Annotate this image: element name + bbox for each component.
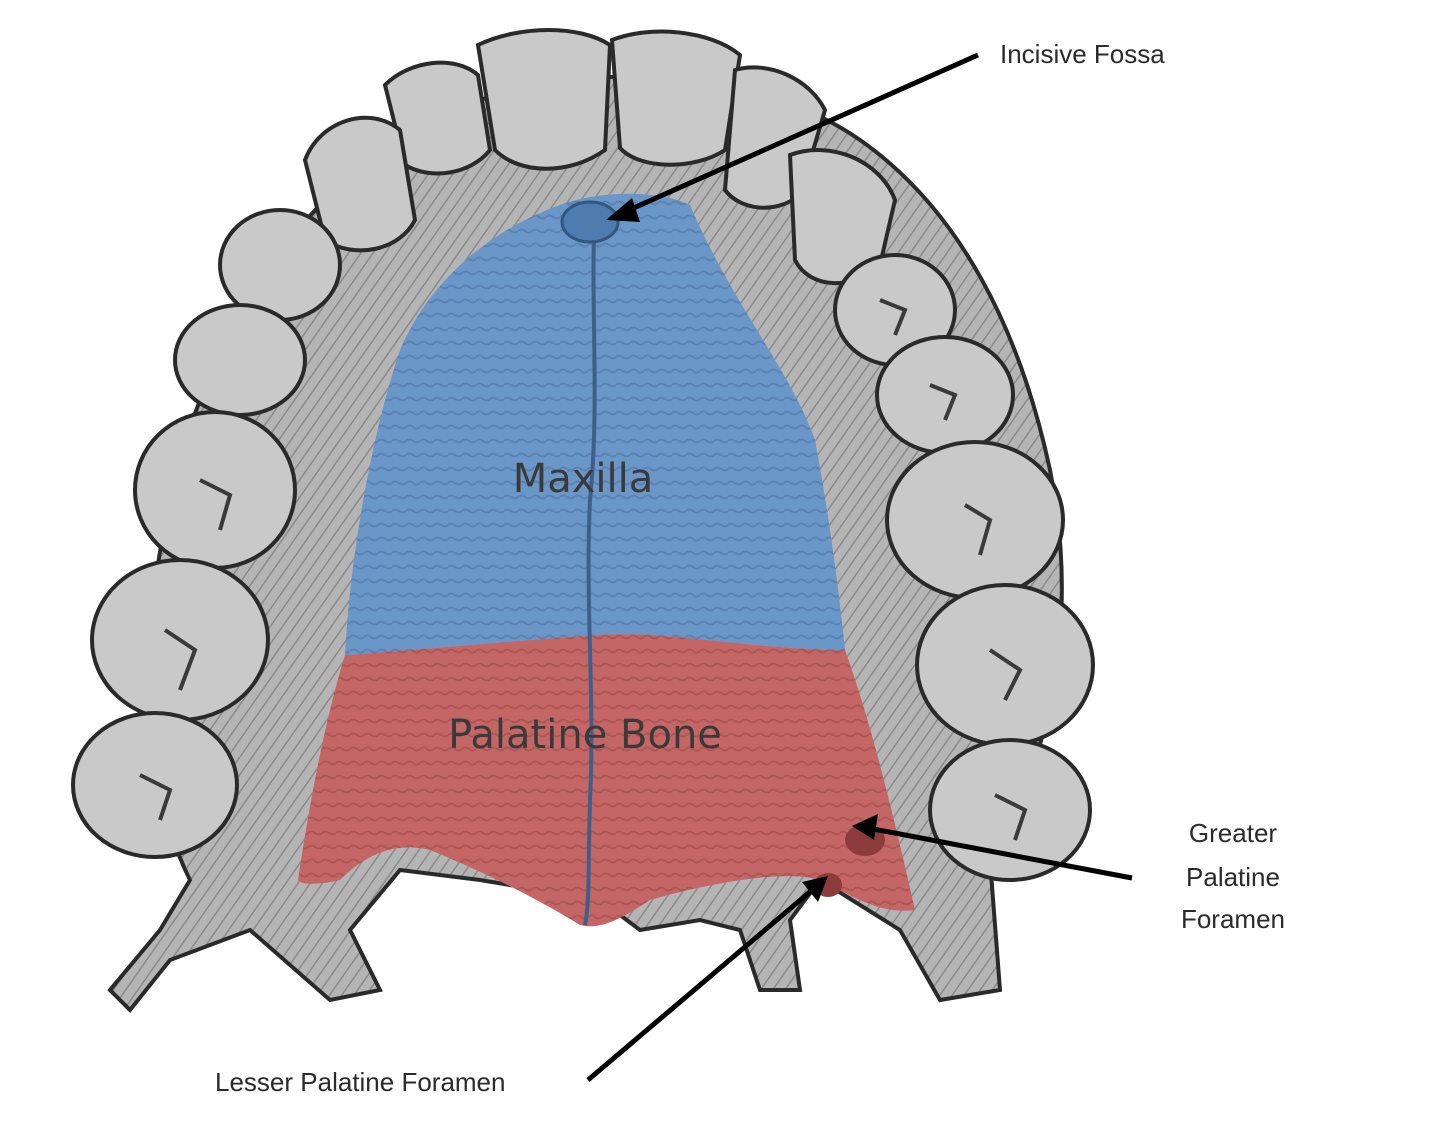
tooth-incisor-1 (475, 28, 613, 171)
tooth-fissure (929, 383, 958, 421)
tooth-molar-right-2 (915, 583, 1095, 747)
palatine-bone-region (298, 634, 915, 927)
tooth-fissure (163, 628, 198, 691)
incisive-fossa-mark (560, 200, 620, 244)
tooth-incisor-3 (382, 60, 493, 176)
lesser-palatine-foramen-label: Lesser Palatine Foramen (215, 1067, 505, 1097)
greater-palatine-label-line3: Foramen (1181, 904, 1285, 934)
median-palatine-suture (583, 209, 597, 926)
greater-palatine-label-line1: Greater (1189, 818, 1277, 848)
tooth-fissure (963, 503, 993, 556)
tooth-canine-right (787, 148, 898, 286)
dental-arch (71, 28, 1095, 882)
tooth-fissure (879, 298, 908, 336)
maxilla-label: Maxilla (513, 456, 654, 502)
tooth-molar-left-1 (133, 410, 297, 570)
lesser-palatine-arrowhead (802, 876, 828, 902)
incisive-fossa-arrow (618, 52, 980, 217)
palatine-bone-label: Palatine Bone (448, 712, 722, 758)
tooth-premolar-right-2 (875, 335, 1015, 455)
tooth-canine-left (302, 115, 418, 253)
tooth-fissure (139, 773, 173, 821)
incisive-fossa-label: Incisive Fossa (1000, 39, 1165, 69)
tooth-incisor-2 (609, 29, 743, 167)
greater-palatine-arrow (867, 825, 1133, 881)
tooth-molar-right-1 (885, 440, 1065, 600)
greater-palatine-arrowhead (852, 814, 878, 840)
incisive-fossa-arrowhead (606, 198, 640, 222)
tooth-fissure (199, 478, 233, 531)
tooth-fissure (988, 648, 1023, 701)
tooth-fissure (994, 793, 1028, 841)
tooth-premolar-left-2 (173, 303, 307, 417)
greater-palatine-label-line2: Palatine (1186, 862, 1280, 892)
tooth-molar-right-3 (928, 738, 1092, 882)
tooth-molar-left-3 (71, 711, 239, 859)
lesser-palatine-arrow (586, 883, 820, 1082)
